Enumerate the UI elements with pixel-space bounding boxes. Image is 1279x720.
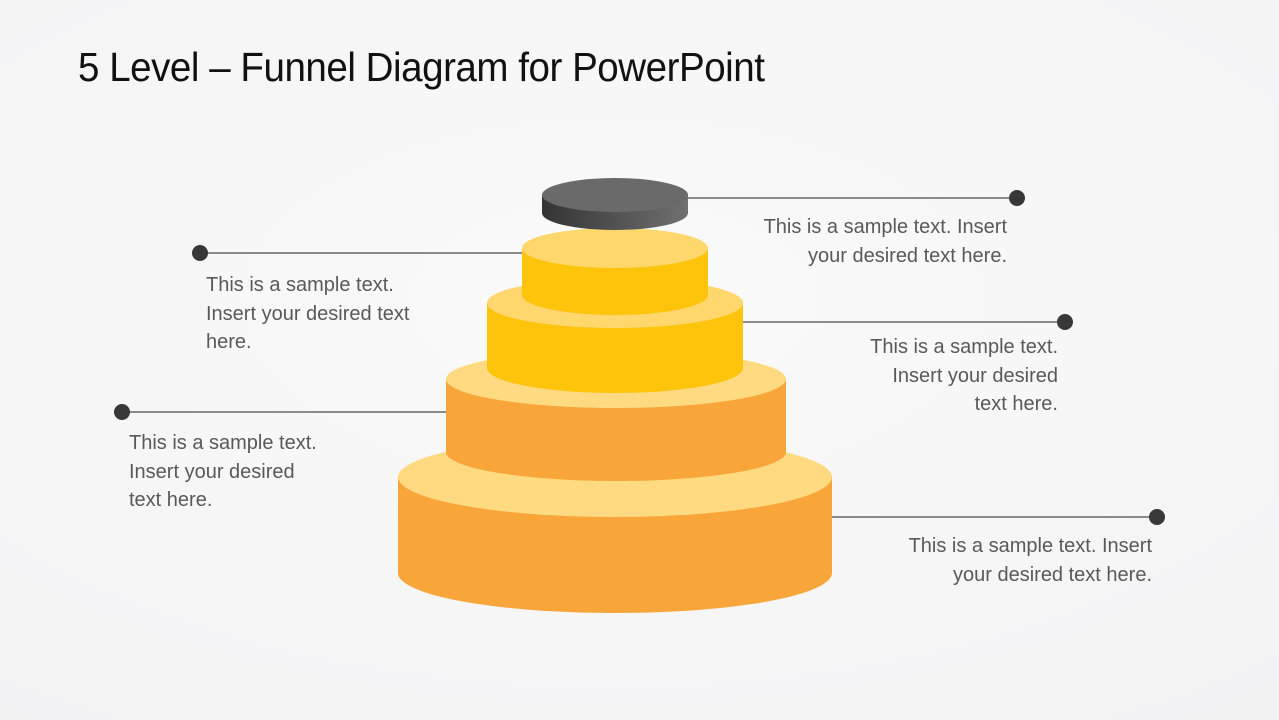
funnel-level-2[interactable] — [522, 228, 708, 315]
callout-dot-top-right — [1009, 190, 1025, 206]
callout-dot-bottom-right — [1149, 509, 1165, 525]
callout-text-top-right[interactable]: This is a sample text. Insert your desir… — [764, 213, 1007, 270]
callout-dot-lower-left — [114, 404, 130, 420]
callout-text-line: This is a sample text. — [870, 336, 1058, 358]
callout-text-line: your desired text here. — [808, 244, 1007, 267]
callout-text-line: Insert your desired — [892, 364, 1058, 387]
funnel-level-2-cap[interactable] — [522, 228, 708, 268]
callout-text-line: This is a sample text. — [206, 274, 394, 296]
funnel-level-1[interactable] — [542, 178, 688, 230]
funnel-level-4-body[interactable] — [446, 379, 786, 481]
funnel-level-1-cap[interactable] — [542, 178, 688, 212]
callout-dots — [114, 190, 1165, 525]
slide-title: 5 Level – Funnel Diagram for PowerPoint — [78, 44, 765, 90]
funnel-level-3-body[interactable] — [487, 303, 743, 393]
callout-dot-upper-left — [192, 245, 208, 261]
callout-text-bottom-right[interactable]: This is a sample text. Insert your desir… — [909, 532, 1152, 589]
callout-text-middle-right[interactable]: This is a sample text. Insert your desir… — [870, 333, 1058, 419]
callout-text-upper-left[interactable]: This is a sample text. Insert your desir… — [206, 271, 409, 357]
callout-text-line: Insert your desired — [129, 460, 295, 483]
callout-text-line: This is a sample text. Insert — [763, 216, 1007, 238]
callout-text-line: text here. — [129, 489, 213, 511]
callout-connectors — [122, 197, 1157, 518]
callout-dot-middle-right — [1057, 314, 1073, 330]
callout-text-line: Insert your desired text — [206, 302, 410, 325]
callout-text-line: your desired text here. — [953, 563, 1152, 586]
callout-text-line: This is a sample text. — [129, 432, 317, 454]
callout-text-line: text here. — [974, 393, 1058, 415]
callout-text-line: here. — [206, 331, 252, 353]
callout-text-lower-left[interactable]: This is a sample text. Insert your desir… — [129, 429, 317, 515]
callout-text-line: This is a sample text. Insert — [908, 535, 1152, 557]
